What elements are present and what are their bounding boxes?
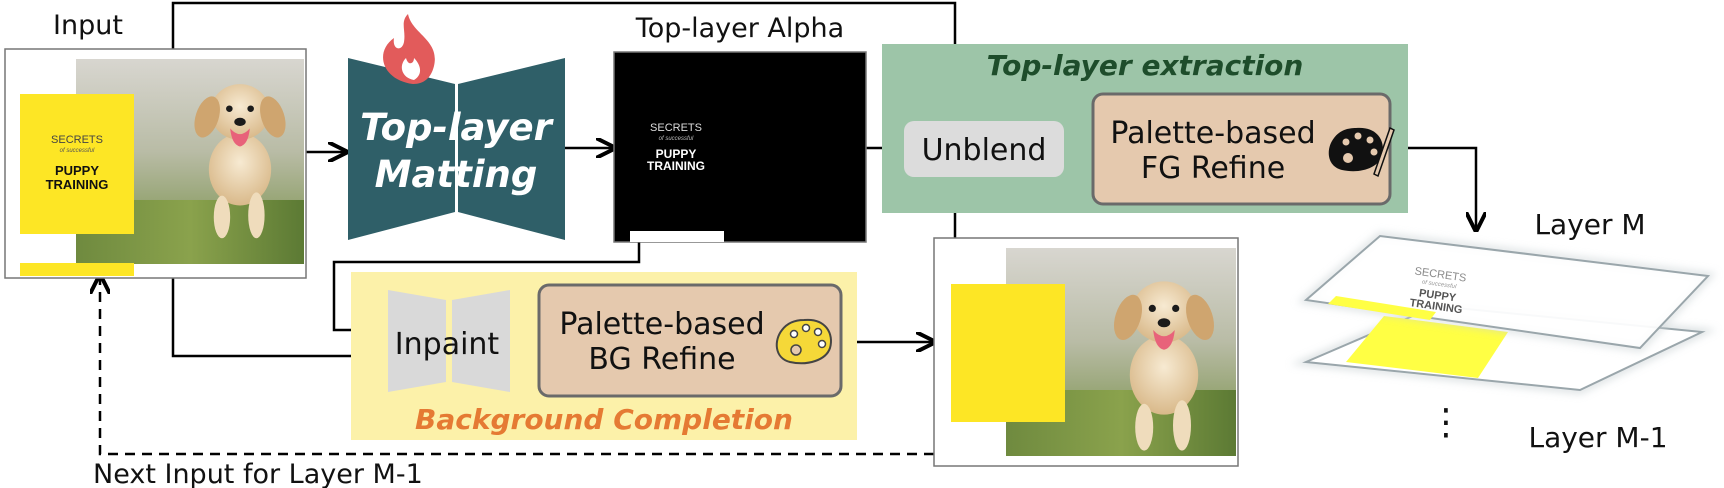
alpha-text-3: PUPPY <box>656 147 697 161</box>
alpha-text-1: SECRETS <box>650 122 702 134</box>
poster-text-1: SECRETS <box>51 134 103 146</box>
unblend-block <box>904 121 1064 177</box>
background-completion-panel: Inpaint Palette-based BG Refine Backgrou… <box>351 272 857 440</box>
bg-refine-label-1: Palette-based <box>559 307 764 342</box>
inpaint-label: Inpaint <box>395 327 500 362</box>
layer-text-2: of successful <box>1421 280 1457 291</box>
unblend-label: Unblend <box>922 133 1047 168</box>
top-layer-extraction-panel: Top-layer extraction Unblend Palette-bas… <box>882 44 1408 213</box>
matting-network: Top-layer Matting <box>348 58 565 240</box>
palette-icon <box>775 318 832 365</box>
fg-refine-block <box>1091 92 1392 206</box>
fg-refine-label-1: Palette-based <box>1110 116 1315 151</box>
palette-icon <box>1328 126 1395 178</box>
bg-refine-block <box>537 283 843 398</box>
bg-completion-title: Background Completion <box>415 403 793 436</box>
poster-text-2: of successful <box>60 148 95 154</box>
alpha-title: Top-layer Alpha <box>635 13 844 44</box>
alpha-text-2: of successful <box>659 136 694 142</box>
completed-background-image <box>933 237 1239 467</box>
matting-label-1: Top-layer <box>360 106 554 149</box>
extraction-title: Top-layer extraction <box>987 49 1304 82</box>
layer-ellipsis: ⋮ <box>1428 402 1464 443</box>
poster-card <box>20 94 134 234</box>
fg-refine-label-2: FG Refine <box>1141 151 1285 186</box>
poster-text-3: PUPPY <box>55 163 99 178</box>
layer-text-3: PUPPY <box>1418 287 1457 304</box>
flame-icon <box>383 14 435 84</box>
layer-m1-yellow-patch <box>1346 316 1508 378</box>
layer-m-label: Layer M <box>1534 208 1645 241</box>
layer-m1-label: Layer M-1 <box>1528 421 1667 454</box>
layer-stack: Layer M SECRETS of successful PUPPY TRAI… <box>1290 208 1717 454</box>
next-input-label: Next Input for Layer M-1 <box>93 459 423 488</box>
input-label: Input <box>53 10 123 41</box>
input-image: SECRETS of successful PUPPY TRAINING <box>4 48 307 279</box>
poster-text-4: TRAINING <box>46 177 109 192</box>
bg-refine-label-2: BG Refine <box>588 342 735 377</box>
alpha-matte: SECRETS of successful PUPPY TRAINING <box>613 51 867 243</box>
matting-label-2: Matting <box>375 153 538 196</box>
alpha-text-4: TRAINING <box>647 159 705 173</box>
